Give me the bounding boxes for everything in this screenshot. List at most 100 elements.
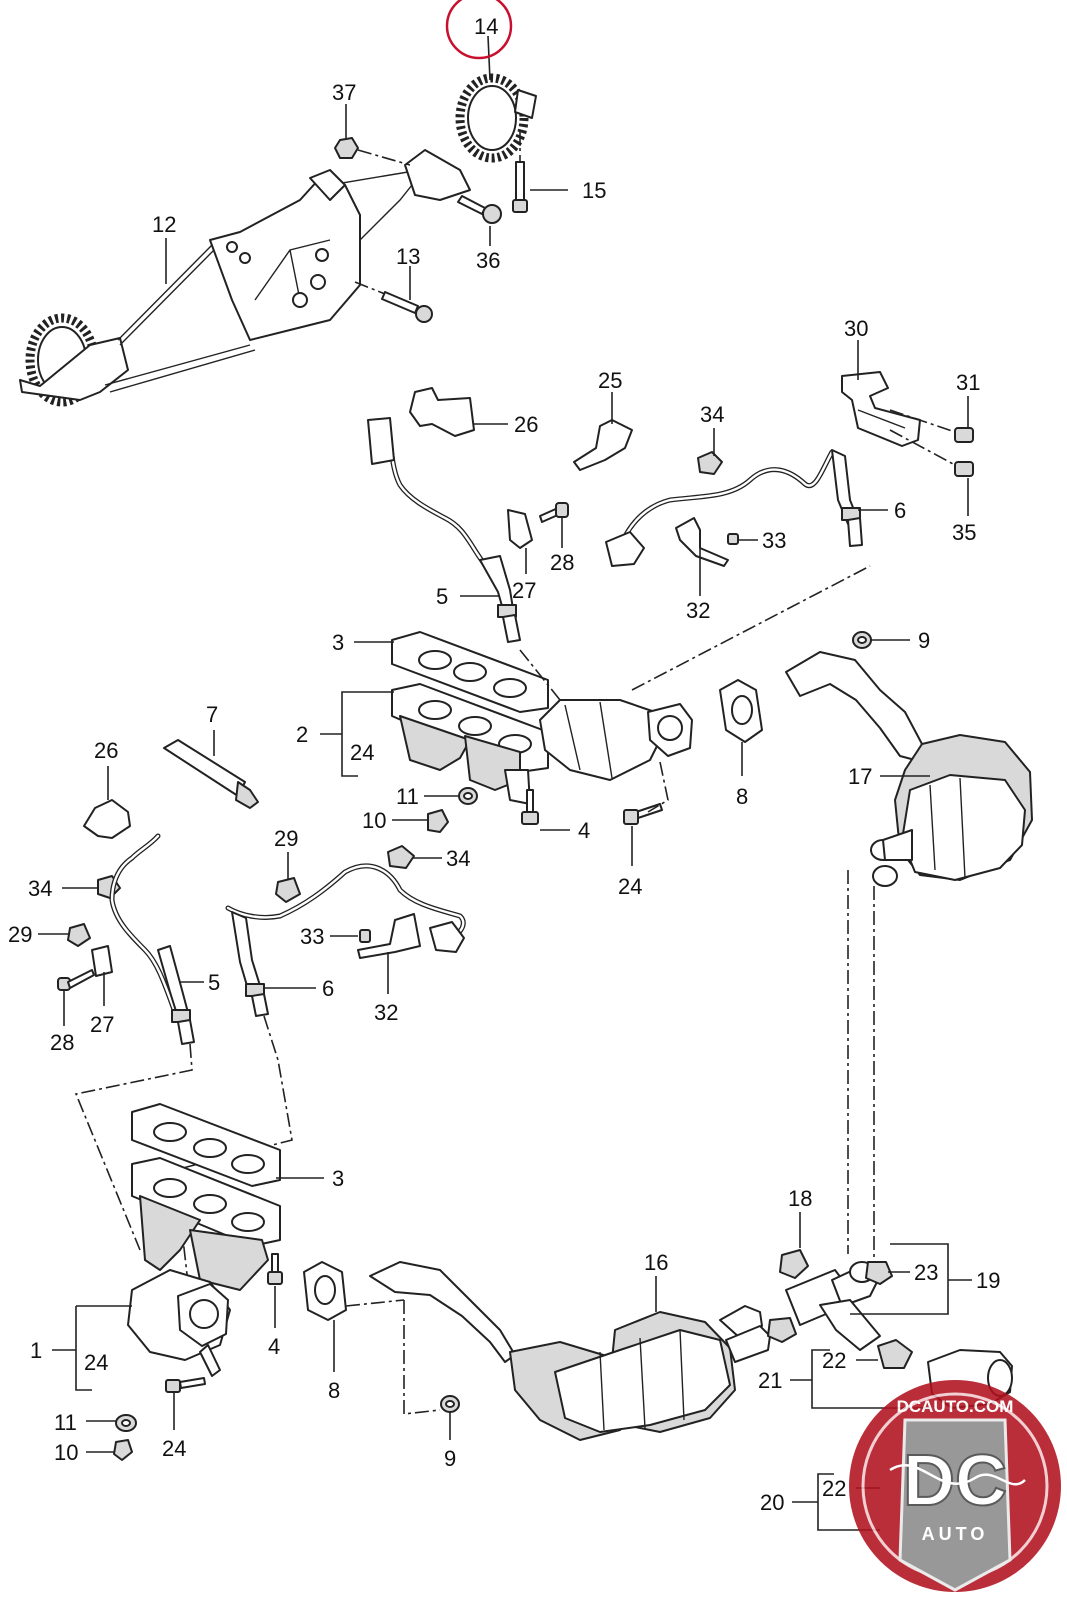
bracket-32-top [675,517,729,567]
screw-31 [954,427,974,443]
exhaust-clamp-14 [455,73,537,163]
callout-21: 21 [758,1368,782,1393]
front-silencer-16 [369,1261,771,1441]
tail-pipe-assembly-19 [785,1261,881,1351]
watermark-site-text: DCAUTO.COM [897,1397,1014,1416]
callout-4-top: 4 [578,818,590,843]
callout-29-middle: 29 [274,826,298,851]
callout-27-top: 27 [512,578,536,603]
callout-20: 20 [760,1490,784,1515]
exhaust-bracket-assembly [19,137,471,407]
bolt-4-left [267,1253,283,1285]
nut-10-top [427,809,449,833]
bolt-4-top [521,789,539,825]
rear-silencer-17 [785,651,1033,887]
callout-11-left: 11 [54,1410,77,1435]
callout-15: 15 [582,178,606,203]
callout-18: 18 [788,1186,812,1211]
callout-30: 30 [844,316,868,341]
callout-5-left: 5 [208,970,220,995]
callout-labels: 14 37 15 36 12 13 30 31 35 25 26 34 6 33… [8,14,1000,1515]
callout-8-top: 8 [736,784,748,809]
clamp-22-upper [877,1339,913,1369]
watermark-logo-sub: AUTO [922,1524,989,1544]
clip-27-top [507,509,533,549]
callout-11-top: 11 [396,784,419,809]
callout-19: 19 [976,1268,1000,1293]
screw-28-top [539,502,569,523]
callout-14: 14 [474,14,498,39]
callout-24-left: 24 [162,1436,186,1461]
callout-26-left: 26 [94,738,118,763]
nut-9-left [440,1395,460,1413]
callout-7: 7 [206,702,218,727]
nut-10-left [113,1439,133,1461]
screw-33-top [727,533,739,545]
bolt-36 [457,195,502,224]
callout-17: 17 [848,764,872,789]
clip-29-left [67,923,91,947]
connector-holder-26-top [409,387,475,437]
callout-34-middle: 34 [446,846,470,871]
callout-3-left: 3 [332,1166,344,1191]
callout-6-left: 6 [322,976,334,1001]
callout-10-top: 10 [362,808,386,833]
bracket-25 [573,419,633,471]
seal-ring-11-left [115,1414,137,1432]
screw-33-left [359,929,371,943]
paste-tube-7 [163,739,259,809]
nut-37 [334,137,359,159]
callout-29-left: 29 [8,922,32,947]
callout-8-left: 8 [328,1378,340,1403]
callout-24-top: 24 [618,874,642,899]
connector-holder-26-left [83,799,131,839]
callout-24-left-bracket: 24 [84,1350,108,1375]
callout-33-left: 33 [300,924,324,949]
seal-ring-11-top [458,787,478,805]
callout-34-top: 34 [700,402,724,427]
callout-37: 37 [332,80,356,105]
oxygen-sensor-5-top [367,417,521,643]
gasket-8-left [303,1261,347,1321]
callout-26-top: 26 [514,412,538,437]
dcauto-watermark-logo: DCAUTO.COM DC AUTO [849,1380,1061,1592]
callout-23: 23 [914,1260,938,1285]
leader-lines [38,35,972,1531]
callout-33-top: 33 [762,528,786,553]
oxygen-sensor-5-left [109,833,195,1045]
callout-5-top: 5 [436,584,448,609]
oxygen-sensor-6-top [605,449,863,567]
gasket-8-top [719,679,763,743]
callout-32-top: 32 [686,598,710,623]
callout-27-left: 27 [90,1012,114,1037]
exhaust-manifold-2 [391,631,693,805]
callout-24-top-bracket: 24 [350,740,374,765]
callout-9-left: 9 [444,1446,456,1471]
exhaust-manifold-1 [127,1103,281,1377]
callout-6-top: 6 [894,498,906,523]
callout-4-left: 4 [268,1334,280,1359]
bolt-13 [354,281,433,323]
bolt-24-left [165,1377,206,1393]
callout-12: 12 [152,212,176,237]
clip-27-left [91,945,113,977]
bolt-15 [512,130,528,213]
clip-34-top [697,451,723,475]
clamp-18 [779,1249,809,1279]
callout-10-left: 10 [54,1440,78,1465]
callout-22-lower: 22 [822,1476,846,1501]
clip-29-middle [275,877,301,903]
bracket-32-left [357,913,421,959]
callout-31: 31 [956,370,980,395]
callout-36: 36 [476,248,500,273]
oxygen-sensor-6-left [225,863,466,1017]
clamp-23 [865,1261,893,1285]
callout-28-top: 28 [550,550,574,575]
part-14-highlight-circle [445,0,513,60]
watermark-logo-letters: DC [903,1441,1007,1521]
callout-34-left: 34 [28,876,52,901]
callout-13: 13 [396,244,420,269]
callout-32-left: 32 [374,1000,398,1025]
callout-9-top: 9 [918,628,930,653]
